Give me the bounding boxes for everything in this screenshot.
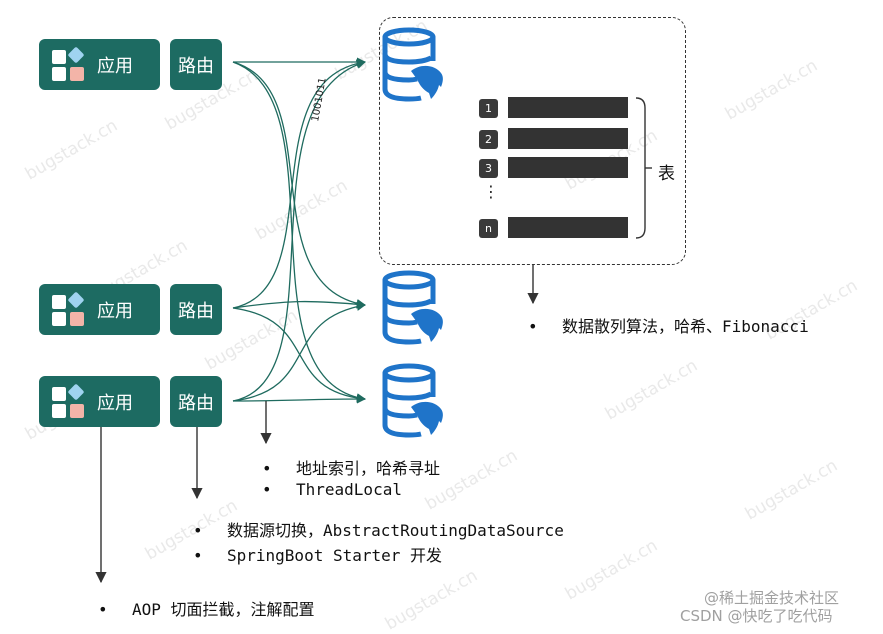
app-label: 应用 bbox=[97, 300, 133, 322]
bullet-marker: • bbox=[193, 546, 203, 565]
router-label: 路由 bbox=[178, 300, 214, 322]
bullet-marker: • bbox=[262, 459, 272, 478]
bullet-marker: • bbox=[528, 317, 538, 336]
table-row-ellipsis: ⋮ bbox=[483, 182, 499, 201]
note-text: SpringBoot Starter 开发 bbox=[227, 546, 443, 565]
note-router-index: • 地址索引，哈希寻址 bbox=[262, 455, 440, 479]
note-text: 地址索引，哈希寻址 bbox=[296, 459, 441, 478]
link-router2-db2 bbox=[232, 299, 366, 309]
table-row-number: 3 bbox=[479, 159, 498, 178]
table-row-bar bbox=[508, 157, 628, 178]
note-text: 数据散列算法，哈希、Fibonacci bbox=[562, 317, 809, 336]
note-starter: • SpringBoot Starter 开发 bbox=[193, 542, 442, 566]
app-label: 应用 bbox=[97, 392, 133, 414]
note-datasource-switch: • 数据源切换，AbstractRoutingDataSource bbox=[193, 517, 564, 541]
link-router3-db3 bbox=[232, 394, 366, 404]
app-grid-icon bbox=[49, 45, 89, 85]
note-threadlocal: • ThreadLocal bbox=[262, 480, 402, 499]
bullet-marker: • bbox=[193, 521, 203, 540]
credit-csdn: CSDN @快吃了吃代码 bbox=[680, 607, 833, 625]
app-grid-icon bbox=[49, 290, 89, 330]
mysql-database-icon bbox=[382, 363, 443, 438]
table-row-number: n bbox=[479, 219, 498, 238]
note-aop: • AOP 切面拦截，注解配置 bbox=[98, 596, 315, 620]
bullet-marker: • bbox=[98, 600, 108, 619]
note-text: 数据源切换，AbstractRoutingDataSource bbox=[227, 521, 564, 540]
note-db-hash: • 数据散列算法，哈希、Fibonacci bbox=[528, 313, 809, 337]
bullet-marker: • bbox=[262, 480, 272, 499]
mysql-database-icon bbox=[382, 270, 443, 345]
app-grid-icon bbox=[49, 382, 89, 422]
router-label: 路由 bbox=[178, 55, 214, 77]
database-table-frame bbox=[379, 17, 686, 265]
table-row-bar bbox=[508, 217, 628, 238]
table-row-number: 1 bbox=[479, 99, 498, 118]
link-router3-db2 bbox=[232, 301, 366, 402]
router-node-2: 路由 bbox=[170, 284, 222, 335]
router-node-3: 路由 bbox=[170, 376, 222, 427]
router-label: 路由 bbox=[178, 392, 214, 414]
link-router3-db1 bbox=[232, 60, 366, 402]
app-node-1: 应用 bbox=[39, 39, 160, 90]
link-router2-db1 bbox=[232, 58, 366, 309]
app-node-2: 应用 bbox=[39, 284, 160, 335]
table-row-bar bbox=[508, 128, 628, 149]
app-label: 应用 bbox=[97, 55, 133, 77]
binary-label: 1001011 bbox=[310, 77, 329, 123]
table-row-number: 2 bbox=[479, 130, 498, 149]
table-row-bar bbox=[508, 97, 628, 118]
app-node-3: 应用 bbox=[39, 376, 160, 427]
link-router2-db3 bbox=[232, 307, 366, 403]
note-text: ThreadLocal bbox=[296, 480, 402, 499]
mysql-database-icon bbox=[382, 27, 443, 102]
credit-juejin: @稀土掘金技术社区 bbox=[704, 589, 840, 607]
table-label: 表 bbox=[658, 164, 675, 184]
note-text: AOP 切面拦截，注解配置 bbox=[132, 600, 315, 619]
router-node-1: 路由 bbox=[170, 39, 222, 90]
link-router1-db2 bbox=[232, 61, 366, 309]
